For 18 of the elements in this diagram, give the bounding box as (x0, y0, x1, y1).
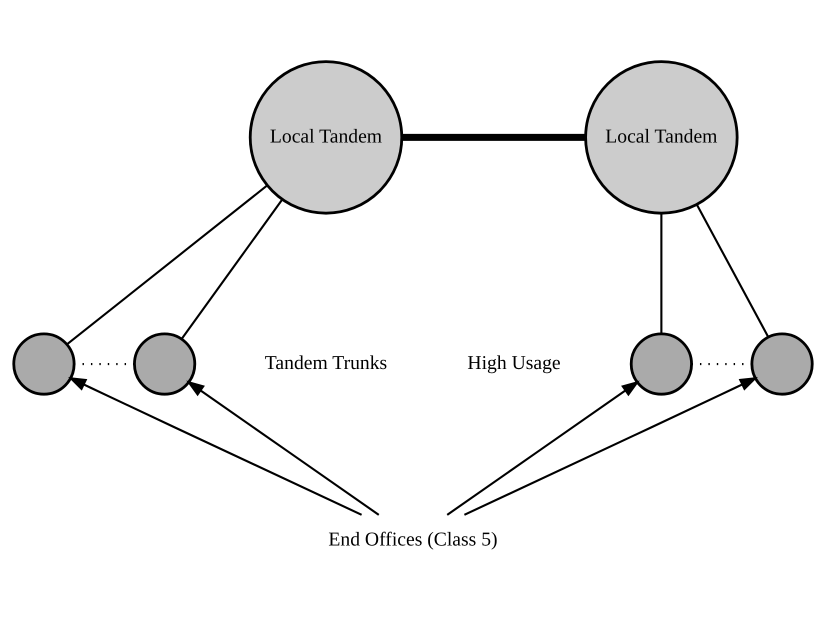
label: Tandem Trunks (264, 352, 388, 374)
connector (660, 212, 662, 334)
connector (66, 184, 268, 345)
label: High Usage (467, 352, 561, 374)
arrow (68, 376, 362, 516)
connector (402, 133, 586, 140)
connector (181, 198, 284, 339)
node-circle (630, 332, 693, 396)
node-circle: Local Tandem (248, 60, 404, 214)
arrow (186, 380, 380, 516)
node-circle: Local Tandem (584, 60, 739, 214)
node-circle (133, 332, 196, 396)
arrow (464, 376, 758, 516)
arrow (446, 380, 640, 516)
connector (696, 204, 770, 338)
node-circle (750, 332, 814, 396)
node-circle (12, 332, 76, 396)
node-text: End Offices (Class 5) (328, 528, 498, 550)
